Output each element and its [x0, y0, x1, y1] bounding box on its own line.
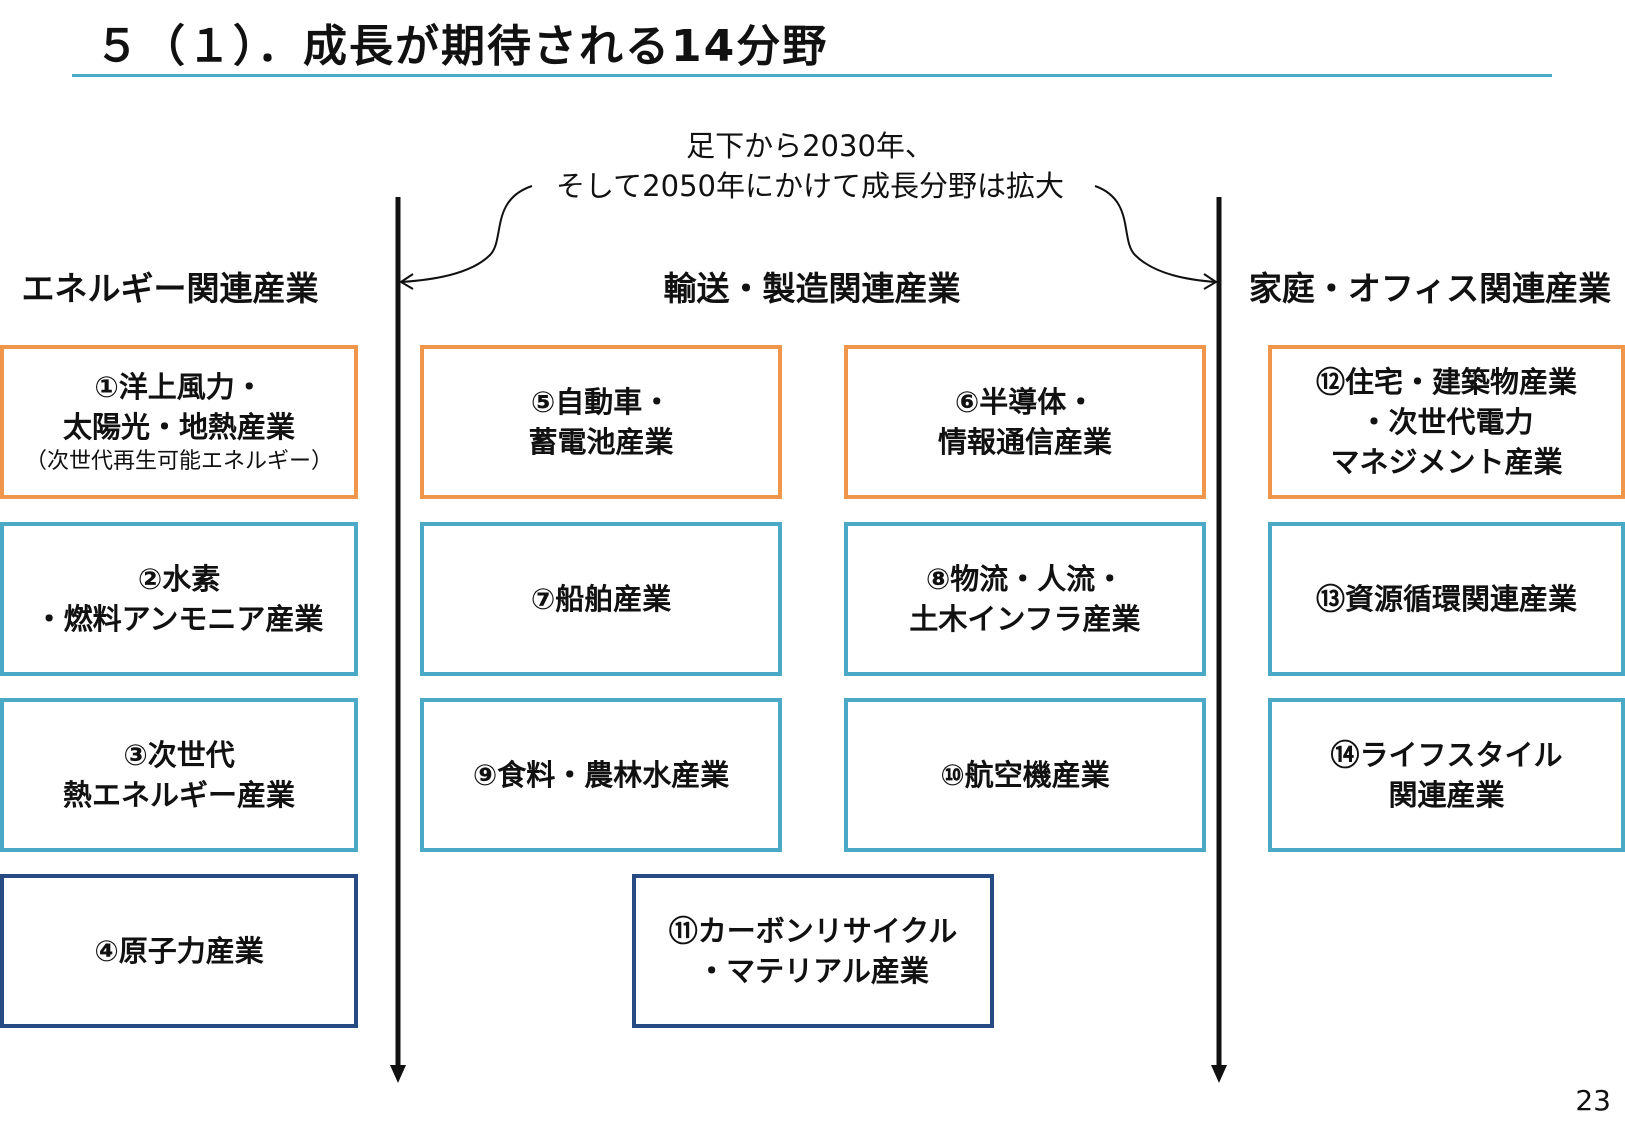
field-03-line2: 熱エネルギー産業 — [62, 778, 295, 812]
field-02-line1: ②水素 — [137, 562, 221, 596]
field-box-04-nuclear: ④原子力産業 — [0, 874, 358, 1028]
field-box-08-logistics: ⑧物流・人流・ 土木インフラ産業 — [844, 522, 1206, 676]
field-06-line1: ⑥半導体・ — [954, 385, 1096, 419]
field-box-05-automotive: ⑤自動車・ 蓄電池産業 — [420, 345, 782, 499]
field-box-14-lifestyle: ⑭ライフスタイル 関連産業 — [1268, 698, 1625, 852]
column-energy-heading: エネルギー関連産業 — [21, 269, 319, 308]
field-04-line1: ④原子力産業 — [94, 934, 264, 968]
page-title: ５（１）．成長が期待される14分野 — [95, 21, 829, 72]
field-12-line3: マネジメント産業 — [1330, 445, 1563, 479]
field-08-line2: 土木インフラ産業 — [909, 602, 1141, 636]
caption-line-1: 足下から2030年、 — [686, 129, 934, 163]
field-05-line1: ⑤自動車・ — [530, 385, 672, 419]
title-underline — [72, 74, 1552, 77]
left-curved-pointer-head — [399, 273, 414, 290]
field-box-11-carbon-recycling: ⑪カーボンリサイクル ・マテリアル産業 — [632, 874, 994, 1028]
field-01-line1: ①洋上風力・ — [94, 370, 264, 404]
growth-caption: 足下から2030年、 そして2050年にかけて成長分野は拡大 — [530, 126, 1090, 206]
field-14-line2: 関連産業 — [1388, 778, 1505, 812]
left-curved-pointer — [401, 185, 533, 283]
field-06-line2: 情報通信産業 — [937, 425, 1112, 459]
field-09-line1: ⑨食料・農林水産業 — [472, 758, 730, 792]
field-03-line1: ③次世代 — [123, 738, 235, 772]
left-timeline-arrowhead — [390, 1065, 406, 1083]
field-13-line1: ⑬資源循環関連産業 — [1315, 582, 1577, 616]
caption-line-2: そして2050年にかけて成長分野は拡大 — [556, 169, 1064, 203]
field-07-line1: ⑦船舶産業 — [530, 582, 672, 616]
field-01-line2: 太陽光・地熱産業 — [62, 410, 295, 444]
field-box-07-shipbuilding: ⑦船舶産業 — [420, 522, 782, 676]
field-box-10-aviation: ⑩航空機産業 — [844, 698, 1206, 852]
right-curved-pointer — [1094, 185, 1216, 283]
field-12-line1: ⑫住宅・建築物産業 — [1315, 365, 1577, 399]
field-11-line1: ⑪カーボンリサイクル — [668, 914, 958, 948]
field-12-line2: ・次世代電力 — [1359, 405, 1534, 439]
column-transport-heading: 輸送・製造関連産業 — [663, 269, 961, 308]
field-box-01-offshore-wind: ①洋上風力・ 太陽光・地熱産業 （次世代再生可能エネルギー） — [0, 345, 358, 499]
field-05-line2: 蓄電池産業 — [528, 425, 674, 459]
field-box-09-food-agriculture: ⑨食料・農林水産業 — [420, 698, 782, 852]
field-box-02-hydrogen: ②水素 ・燃料アンモニア産業 — [0, 522, 358, 676]
field-11-line2: ・マテリアル産業 — [697, 954, 929, 988]
field-box-13-resource-circulation: ⑬資源循環関連産業 — [1268, 522, 1625, 676]
field-box-12-housing: ⑫住宅・建築物産業 ・次世代電力 マネジメント産業 — [1268, 345, 1625, 499]
field-02-line2: ・燃料アンモニア産業 — [34, 602, 324, 636]
field-01-note: （次世代再生可能エネルギー） — [24, 449, 333, 474]
right-curved-pointer-head — [1203, 273, 1218, 290]
field-box-06-semiconductor: ⑥半導体・ 情報通信産業 — [844, 345, 1206, 499]
page-number: 23 — [1575, 1084, 1611, 1117]
column-home-heading: 家庭・オフィス関連産業 — [1248, 269, 1612, 308]
right-timeline-arrowhead — [1211, 1065, 1227, 1083]
field-box-03-next-gen-heat: ③次世代 熱エネルギー産業 — [0, 698, 358, 852]
field-10-line1: ⑩航空機産業 — [940, 758, 1110, 792]
field-08-line1: ⑧物流・人流・ — [925, 562, 1125, 596]
field-14-line1: ⑭ライフスタイル — [1330, 738, 1563, 772]
